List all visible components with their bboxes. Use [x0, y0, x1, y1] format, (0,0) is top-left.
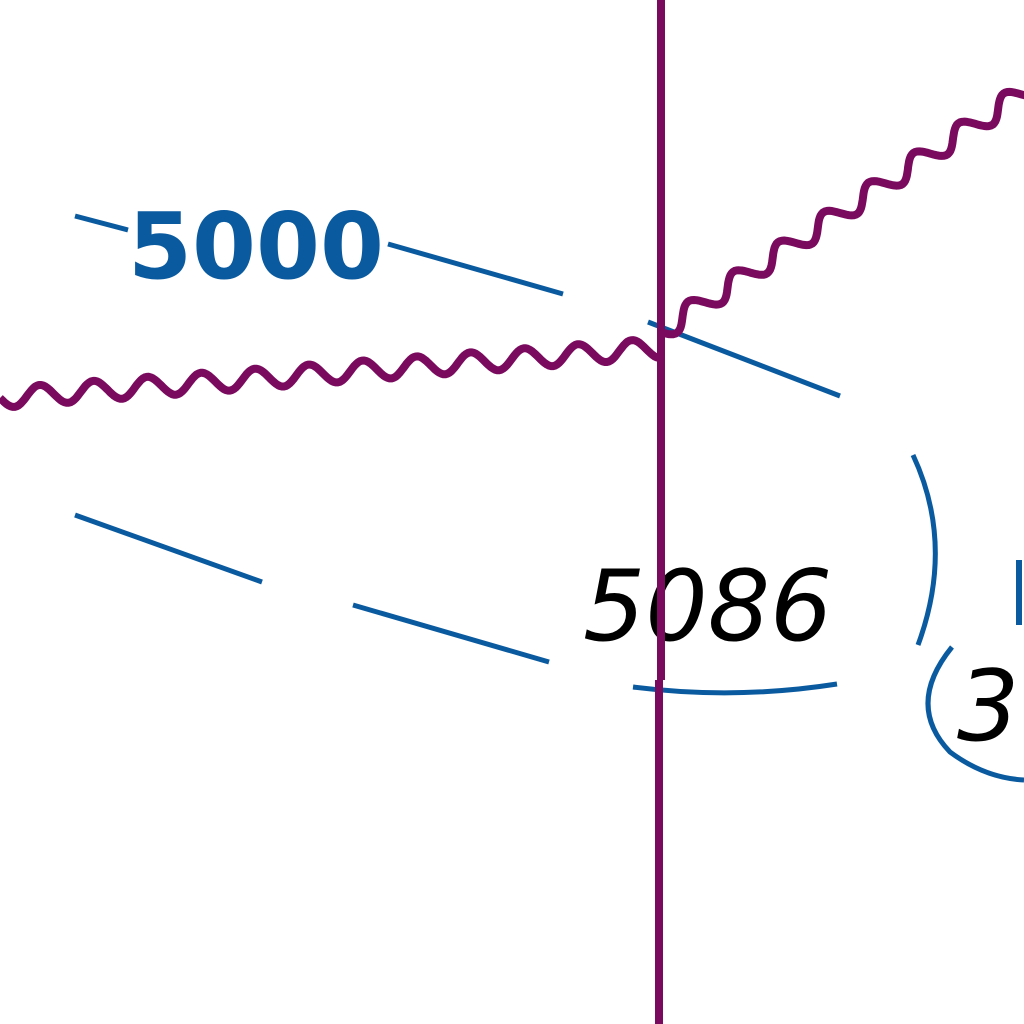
contour-depth-label: 5000	[128, 193, 384, 300]
right-contour-arc-lower	[925, 645, 1024, 783]
contour-segment	[352, 602, 550, 665]
submarine-cable-wavy	[0, 336, 663, 411]
submarine-cable-wavy	[658, 87, 1024, 339]
contour-segment	[74, 213, 129, 233]
depth-sounding-partial: 3	[957, 650, 1019, 764]
contour-segment	[74, 512, 263, 585]
right-contour-arc	[910, 453, 938, 646]
depth-sounding: 5086	[583, 550, 832, 664]
contour-segment	[387, 241, 564, 297]
